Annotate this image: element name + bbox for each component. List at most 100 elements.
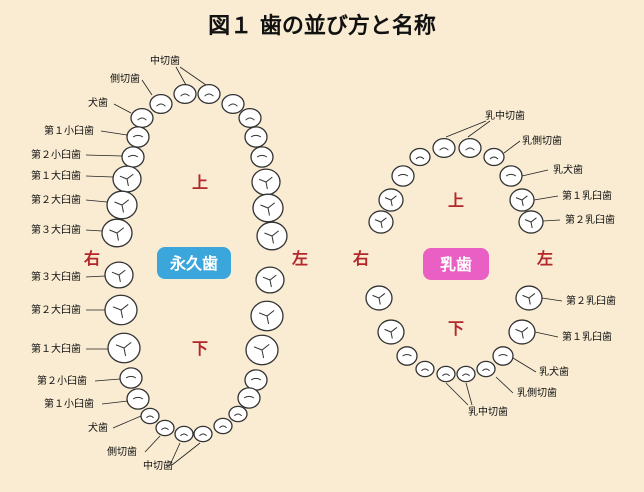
label-perm-lower-third-molar: 第３大臼歯 — [31, 270, 81, 283]
leader — [175, 66, 187, 86]
perm-upper-right-tooth — [173, 84, 197, 105]
leader — [534, 331, 559, 338]
leader — [100, 130, 128, 136]
leader — [85, 154, 123, 157]
label-perm-lower-second-molar: 第２大臼歯 — [31, 303, 81, 316]
perm-lower-right-tooth — [126, 388, 150, 410]
leader — [445, 382, 469, 406]
label-prim-lower-first-molar: 第１乳臼歯 — [562, 330, 612, 343]
leader — [169, 442, 181, 466]
leader — [512, 357, 537, 373]
teeth-layer — [101, 84, 544, 443]
perm-upper-right-tooth — [121, 146, 145, 168]
prim-upper-direction: 上 — [448, 191, 464, 210]
label-prim-lower-second-molar: 第２乳臼歯 — [566, 294, 616, 307]
prim-lower-left-tooth — [476, 360, 496, 378]
label-perm-lower-first-premolar: 第１小臼歯 — [44, 397, 94, 410]
label-perm-upper-first-premolar: 第１小臼歯 — [44, 124, 94, 137]
prim-lower-left-tooth — [508, 319, 536, 345]
label-perm-upper-third-molar: 第３大臼歯 — [31, 223, 81, 236]
perm-lower-left-tooth — [255, 266, 285, 294]
permanent-labels: 中切歯 側切歯 犬歯 第１小臼歯 第２小臼歯 第１大臼歯 第２大臼歯 第３大臼歯… — [31, 54, 180, 472]
label-perm-upper-second-molar: 第２大臼歯 — [31, 193, 81, 206]
perm-lower-right-tooth — [104, 294, 138, 326]
label-prim-upper-lateral-incisor: 乳側切歯 — [522, 134, 562, 147]
leader — [467, 120, 491, 138]
prim-upper-left-tooth — [483, 147, 505, 167]
perm-lower-right-tooth — [155, 419, 175, 437]
perm-right-direction: 右 — [84, 249, 100, 268]
perm-lower-right-tooth — [119, 367, 143, 389]
prim-lower-right-tooth — [377, 319, 405, 345]
label-perm-upper-lateral-incisor: 側切歯 — [110, 72, 140, 85]
prim-upper-right-tooth — [368, 210, 394, 234]
prim-lower-direction: 下 — [448, 319, 464, 338]
label-perm-lower-central-incisor: 中切歯 — [143, 459, 173, 472]
perm-lower-right-tooth — [140, 407, 160, 425]
perm-upper-left-tooth — [244, 126, 268, 148]
perm-lower-left-tooth — [250, 300, 284, 332]
leader — [445, 120, 487, 138]
prim-lower-right-tooth — [436, 365, 456, 383]
label-perm-lower-canine: 犬歯 — [88, 421, 108, 434]
leader — [85, 229, 103, 232]
leader — [465, 382, 473, 406]
prim-lower-right-tooth — [415, 360, 435, 378]
leader — [85, 275, 106, 278]
perm-upper-right-tooth — [106, 190, 138, 220]
perm-lower-left-tooth — [228, 405, 248, 423]
label-perm-upper-first-molar: 第１大臼歯 — [31, 169, 81, 182]
permanent-badge — [157, 247, 231, 279]
leader — [144, 435, 161, 453]
prim-upper-left-tooth — [518, 210, 544, 234]
perm-lower-right-tooth — [104, 261, 134, 289]
label-prim-upper-first-molar: 第１乳臼歯 — [562, 189, 612, 202]
prim-upper-right-tooth — [409, 147, 431, 167]
leader — [521, 169, 549, 177]
perm-upper-right-tooth — [149, 94, 173, 115]
perm-lower-left-tooth — [244, 369, 268, 391]
prim-upper-left-tooth — [458, 137, 482, 158]
primary-badge — [423, 248, 489, 280]
label-perm-upper-second-premolar: 第２小臼歯 — [31, 148, 81, 161]
label-perm-upper-canine: 犬歯 — [88, 96, 108, 109]
prim-left-direction: 左 — [536, 249, 553, 268]
primary-labels: 乳中切歯 乳側切歯 乳犬歯 第１乳臼歯 第２乳臼歯 第２乳臼歯 第１乳臼歯 乳犬… — [468, 109, 616, 418]
leader — [533, 195, 559, 201]
leader — [101, 400, 129, 405]
leader — [495, 376, 514, 394]
leader — [85, 175, 114, 178]
perm-upper-right-tooth — [126, 126, 150, 148]
prim-right-direction: 右 — [353, 249, 369, 268]
perm-upper-right-tooth — [101, 218, 133, 248]
label-perm-lower-first-molar: 第１大臼歯 — [31, 342, 81, 355]
prim-lower-left-tooth — [456, 365, 476, 383]
leader — [85, 199, 108, 203]
leader — [541, 297, 563, 302]
label-prim-upper-canine: 乳犬歯 — [553, 163, 583, 176]
perm-lower-direction: 下 — [192, 339, 208, 358]
label-prim-upper-second-molar: 第２乳臼歯 — [565, 213, 615, 226]
perm-upper-direction: 上 — [192, 173, 208, 192]
label-prim-lower-lateral-incisor: 乳側切歯 — [517, 386, 557, 399]
label-perm-lower-second-premolar: 第２小臼歯 — [37, 374, 87, 387]
perm-lower-right-tooth — [174, 425, 194, 443]
leader — [179, 66, 207, 86]
label-prim-lower-canine: 乳犬歯 — [539, 365, 569, 378]
leader — [503, 140, 521, 154]
prim-upper-left-tooth — [509, 188, 535, 212]
perm-lower-left-tooth — [213, 417, 233, 435]
perm-lower-left-tooth — [237, 387, 261, 409]
permanent-badge-text: 永久歯 — [169, 254, 218, 273]
perm-upper-left-tooth — [250, 146, 274, 168]
perm-upper-left-tooth — [238, 108, 262, 129]
prim-lower-left-tooth — [492, 346, 514, 366]
chart-title: 図１ 歯の並び方と名称 — [208, 13, 436, 39]
prim-lower-left-tooth — [515, 285, 543, 311]
leader — [94, 378, 121, 382]
perm-lower-left-tooth — [193, 425, 213, 443]
perm-left-direction: 左 — [291, 249, 308, 268]
label-perm-lower-lateral-incisor: 側切歯 — [107, 445, 137, 458]
